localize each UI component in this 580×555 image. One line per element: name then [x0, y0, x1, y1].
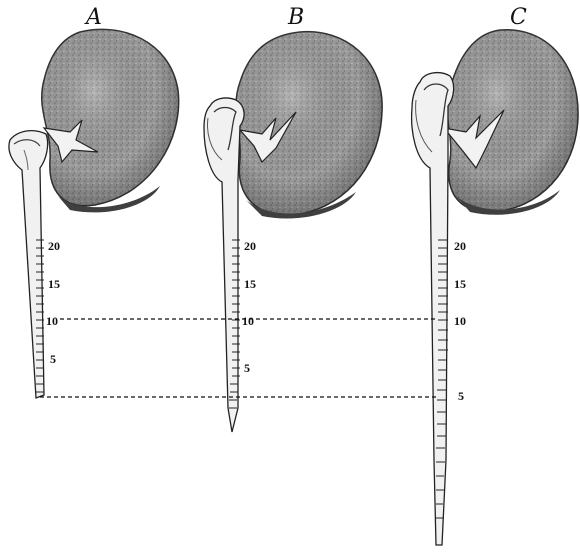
seed-a — [42, 29, 179, 212]
scale-label-c-20: 20 — [454, 239, 466, 253]
panel-letter-a: A — [84, 5, 102, 30]
scale-label-b-10: 10 — [242, 314, 254, 328]
scale-label-b-20: 20 — [244, 239, 256, 253]
scale-label-a-20: 20 — [48, 239, 60, 253]
panel-b: B 20 15 — [204, 5, 382, 432]
scale-label-b-15: 15 — [244, 277, 256, 291]
scale-label-a-15: 15 — [48, 277, 60, 291]
panel-letter-c: C — [510, 5, 527, 30]
seed-c — [444, 30, 578, 215]
scale-label-a-10: 10 — [46, 314, 58, 328]
panel-a: A 20 15 10 — [9, 5, 179, 398]
scale-label-a-5: 5 — [50, 352, 56, 366]
radicle-c — [412, 73, 454, 545]
scale-label-c-5: 5 — [458, 389, 464, 403]
radicle-b — [204, 98, 244, 432]
panel-letter-b: B — [287, 5, 304, 30]
seed-b — [236, 32, 382, 219]
scale-label-b-5: 5 — [244, 361, 250, 375]
scale-label-c-10: 10 — [454, 314, 466, 328]
radicle-a — [9, 131, 48, 398]
panel-c: C — [412, 5, 578, 545]
scale-label-c-15: 15 — [454, 277, 466, 291]
